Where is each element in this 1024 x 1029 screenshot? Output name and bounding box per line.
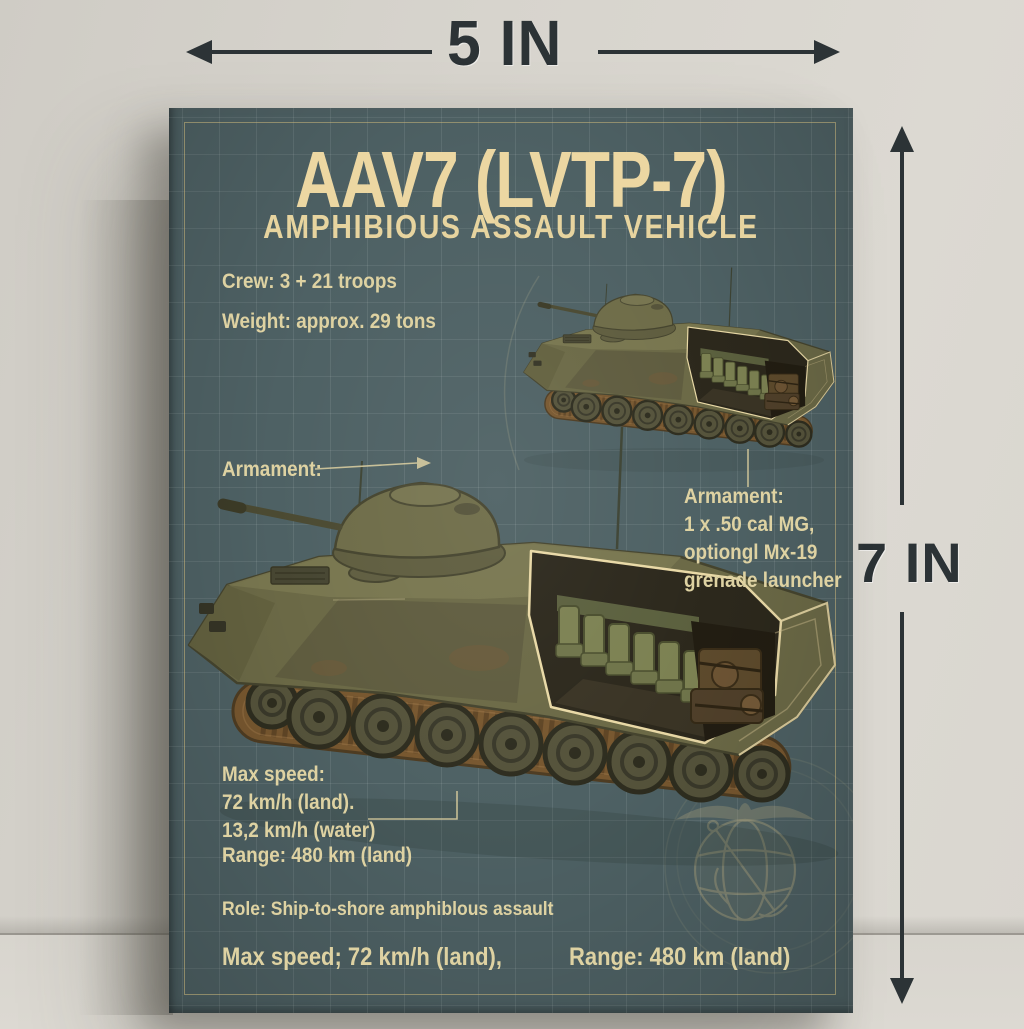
width-arrow-right-icon [598,40,840,64]
armament-detail-block: Armament: 1 x .50 cal MG, optiongl Mx-19… [684,483,842,595]
poster-title: AAV7 (LVTP-7) [295,135,727,224]
poster: AAV7 (LVTP-7) AMPHIBIOUS ASSAULT VEHICLE… [169,108,853,1013]
poster-cast-shadow [78,200,173,1015]
poster-subtitle: AMPHIBIOUS ASSAULT VEHICLE [263,208,759,245]
height-dimension-label: 7 IN [856,531,963,594]
armament-line1: 1 x .50 cal MG, [684,513,815,536]
armament-heading: Armament: [684,485,784,508]
height-arrow-up-icon [890,126,914,505]
height-arrow-down-icon [890,612,914,1004]
width-arrow-left-icon [186,40,432,64]
max-speed-line2: 13,2 km/h (water) [222,819,376,842]
armament-line3: grenade launcher [684,569,842,592]
footer-max-speed: Max speed; 72 km/h (land), [222,943,502,971]
role-line: Role: Ship-to-shore amphiblous assault [222,898,554,920]
small-vehicle-ground-shadow [524,448,824,472]
vehicle-ground-shadow [219,798,839,866]
small-vehicle-cutaway-illustration [524,268,834,448]
spec-weight: Weight: approx. 29 tons [222,310,436,333]
max-speed-heading: Max speed: [222,763,325,786]
poster-artwork [169,108,853,974]
width-dimension-label: 5 IN [447,7,563,79]
max-speed-line1: 72 km/h (land). [222,791,355,814]
max-speed-block: Max speed: 72 km/h (land). 13,2 km/h (wa… [222,761,375,845]
range-line: Range: 480 km (land) [222,844,413,867]
spec-crew: Crew: 3 + 21 troops [222,270,397,293]
armament-callout-label: Armament: [222,458,322,481]
callout-lines [314,449,749,820]
usmc-emblem-watermark-icon [675,803,815,922]
armament-line2: optiongl Mx-19 [684,541,818,564]
footer-range: Range: 480 km (land) [569,943,791,971]
